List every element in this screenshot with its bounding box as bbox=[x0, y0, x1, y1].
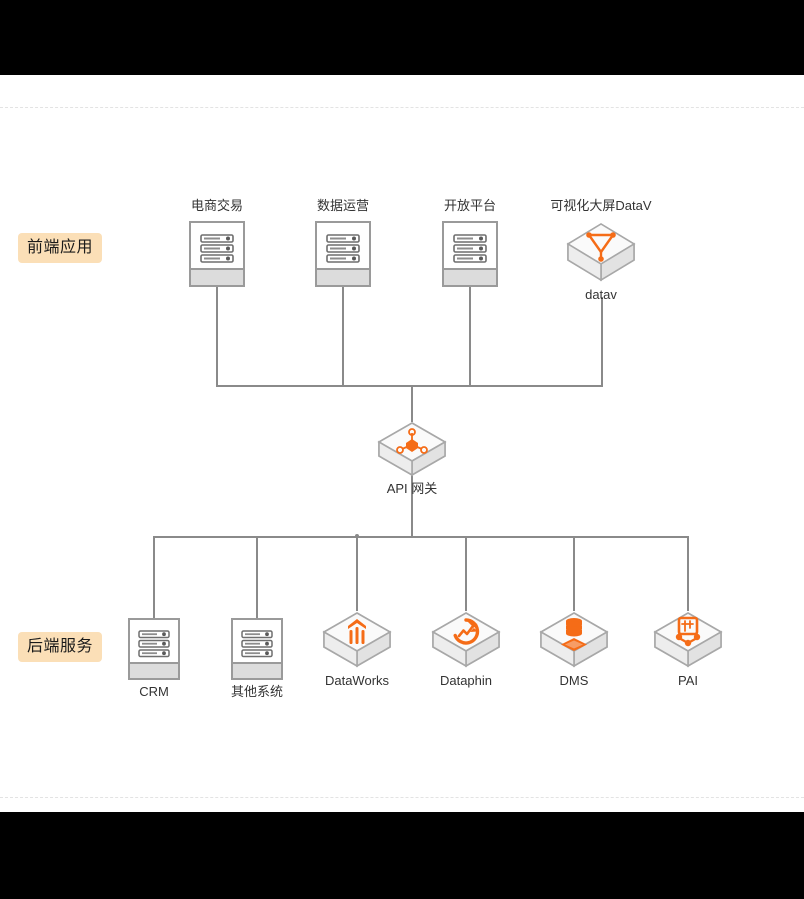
connector-frontend-1 bbox=[216, 280, 218, 387]
datav-cube-icon bbox=[541, 221, 661, 283]
connector-backend-2 bbox=[256, 536, 258, 619]
pai-cube-icon bbox=[628, 611, 748, 669]
connector-backend-6 bbox=[687, 536, 689, 611]
node-api-gateway[interactable]: API 网关 bbox=[352, 421, 472, 497]
divider-top bbox=[0, 107, 804, 108]
node-dataworks[interactable]: DataWorks bbox=[297, 611, 417, 689]
node-label: Dataphin bbox=[439, 673, 493, 688]
connector-bus-to-gateway bbox=[411, 385, 413, 422]
node-label: DMS bbox=[559, 673, 589, 688]
server-box-icon bbox=[410, 221, 530, 287]
node-label: 开放平台 bbox=[443, 198, 496, 213]
dataphin-cube-icon bbox=[406, 611, 526, 669]
node-label: API 网关 bbox=[386, 481, 438, 496]
server-box-icon bbox=[283, 221, 403, 287]
diagram-canvas: 前端应用 后端服务 电商交易 bbox=[0, 75, 804, 812]
node-other-systems[interactable]: 其他系统 bbox=[197, 618, 317, 700]
connector-gateway-to-bus bbox=[411, 475, 413, 537]
node-pai[interactable]: PAI bbox=[628, 611, 748, 689]
node-dataphin[interactable]: Dataphin bbox=[406, 611, 526, 689]
node-open-platform[interactable]: 开放平台 bbox=[410, 198, 530, 287]
node-data-operations[interactable]: 数据运营 bbox=[283, 198, 403, 287]
node-label: CRM bbox=[139, 684, 169, 699]
server-box-icon bbox=[94, 618, 214, 680]
dms-cube-icon bbox=[514, 611, 634, 669]
node-label: 其他系统 bbox=[230, 684, 283, 699]
node-sublabel: datav bbox=[585, 287, 617, 302]
node-label: 电商交易 bbox=[190, 198, 243, 213]
node-dms[interactable]: DMS bbox=[514, 611, 634, 689]
connector-backend-3 bbox=[356, 536, 358, 611]
connector-backend-1 bbox=[153, 536, 155, 619]
connector-backend-5 bbox=[573, 536, 575, 611]
node-datav[interactable]: 可视化大屏DataV datav bbox=[541, 198, 661, 303]
node-crm[interactable]: CRM bbox=[94, 618, 214, 700]
node-label: PAI bbox=[678, 673, 698, 688]
bus-backend bbox=[153, 536, 688, 538]
node-label: 数据运营 bbox=[316, 198, 369, 213]
diagram-page: 前端应用 后端服务 电商交易 bbox=[0, 75, 804, 812]
node-label: 可视化大屏DataV bbox=[550, 198, 652, 213]
section-label-backend: 后端服务 bbox=[18, 632, 103, 662]
api-gateway-cube-icon bbox=[352, 421, 472, 477]
connector-frontend-3 bbox=[469, 280, 471, 387]
bus-frontend bbox=[216, 385, 603, 387]
connector-backend-4 bbox=[465, 536, 467, 611]
connector-frontend-2 bbox=[342, 280, 344, 387]
dataworks-cube-icon bbox=[297, 611, 417, 669]
section-label-frontend: 前端应用 bbox=[18, 233, 103, 263]
node-label: DataWorks bbox=[324, 673, 390, 688]
node-ecommerce-trade[interactable]: 电商交易 bbox=[157, 198, 277, 287]
server-box-icon bbox=[197, 618, 317, 680]
divider-bottom bbox=[0, 797, 804, 798]
connector-frontend-4 bbox=[601, 297, 603, 387]
server-box-icon bbox=[157, 221, 277, 287]
